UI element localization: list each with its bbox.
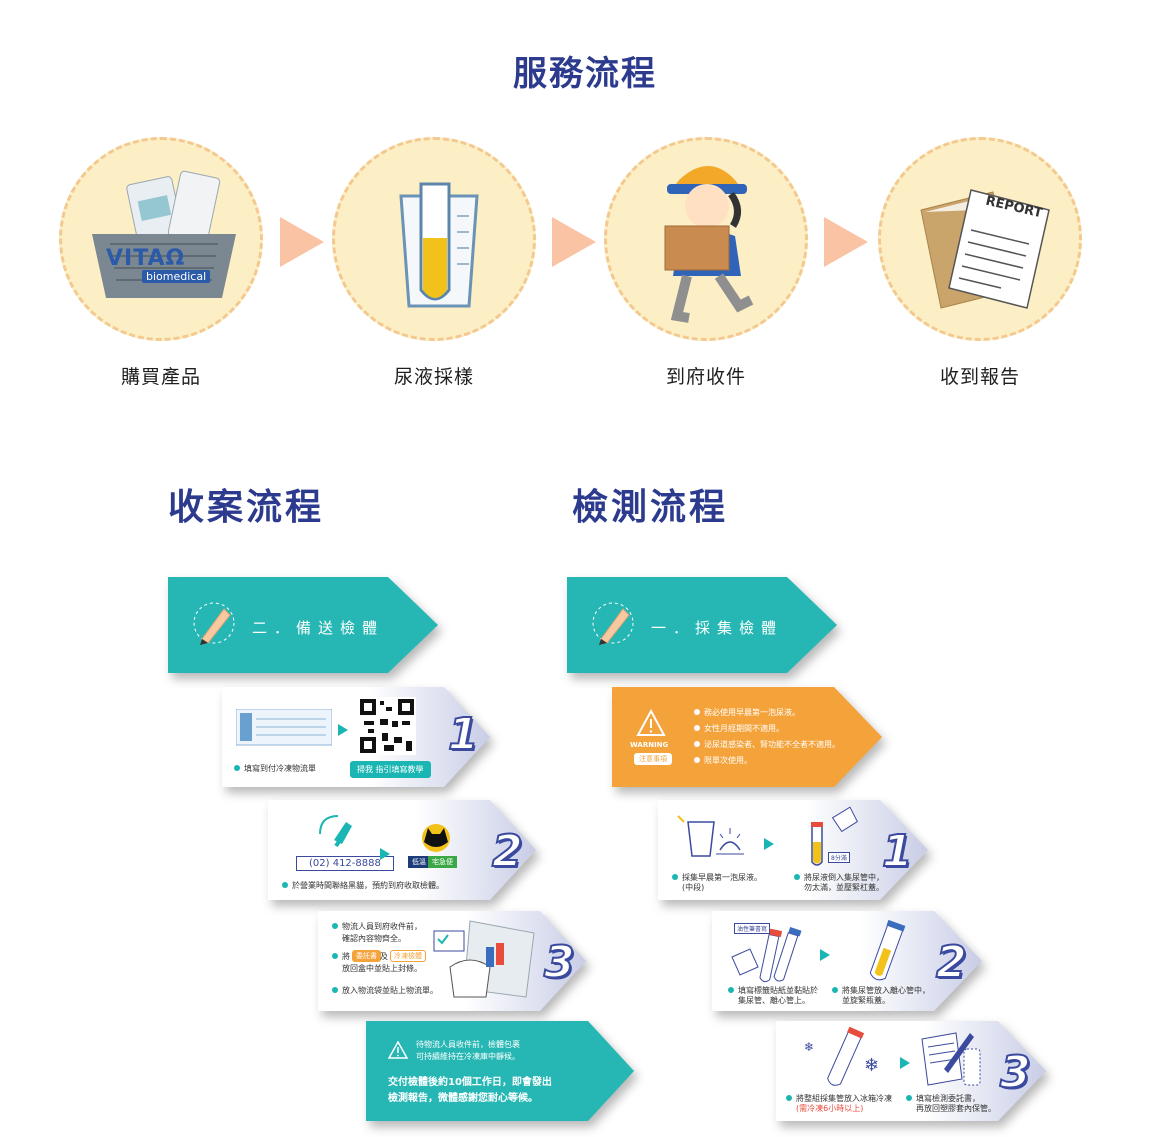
step-number-2: 2 bbox=[935, 936, 968, 989]
mini-arrow-icon bbox=[380, 848, 390, 860]
collection-flow-title: 收案流程 bbox=[168, 487, 325, 528]
testing-flow-title: 檢測流程 bbox=[572, 487, 729, 528]
step-label-sampling: 尿液採樣 bbox=[393, 366, 474, 388]
testing-header-text: 一．採集檢體 bbox=[651, 619, 784, 637]
collection-final-main1: 交付檢體後約10個工作日，即會發出 bbox=[388, 1077, 552, 1088]
collection-header-card: 二．備送檢體 bbox=[168, 577, 440, 673]
warning-item-4: 限單次使用。 bbox=[694, 755, 752, 767]
precautions-tag: 注意事項 bbox=[634, 753, 672, 765]
collection-final-note1: 待物流人員收件前，檢體包裹 bbox=[416, 1040, 520, 1049]
flow-arrow-3 bbox=[824, 217, 868, 267]
collection-final-note2: 可持續維持在冷凍庫中靜候。 bbox=[416, 1052, 520, 1061]
step-circle-pickup bbox=[604, 137, 808, 341]
flow-arrow-1 bbox=[280, 217, 324, 267]
warning-label: WARNING bbox=[630, 741, 669, 749]
shipping-form-icon bbox=[236, 709, 332, 746]
testing-card1-bullet1-cont: (中段) bbox=[682, 883, 705, 892]
tube-fill-label: 8分滿 bbox=[828, 852, 850, 863]
testing-card1-bullet1: 採集早晨第一泡尿液。 bbox=[672, 872, 762, 884]
collection-header-text: 二．備送檢體 bbox=[252, 619, 385, 637]
qr-code-icon[interactable] bbox=[358, 697, 416, 755]
flow-arrow-2 bbox=[552, 217, 596, 267]
mini-arrow-icon bbox=[338, 724, 348, 736]
collection-card3-bullet2-prefix: 將 bbox=[332, 951, 350, 963]
qr-guide-tag[interactable]: 掃我 指引填寫教學 bbox=[350, 761, 431, 778]
testing-card3-bullet1: 將整組採集管放入冰箱冷凍 bbox=[786, 1093, 892, 1105]
pencil-icon bbox=[193, 602, 235, 645]
testing-step-card-1: 8分滿 採集早晨第一泡尿液。 (中段) 將尿液倒入集尿管中， 勿太滿，並壓緊杠蓋… bbox=[658, 800, 930, 900]
testing-card2-bullet1-cont: 集尿管、離心管上。 bbox=[738, 996, 810, 1005]
warning-item-1: 務必使用早晨第一泡尿液。 bbox=[694, 707, 800, 719]
warning-triangle-icon bbox=[636, 709, 666, 736]
step-label-purchase: 購買產品 bbox=[120, 366, 201, 388]
step-label-pickup: 到府收件 bbox=[665, 366, 746, 388]
service-flow-title: 服務流程 bbox=[513, 54, 657, 94]
mini-arrow-icon bbox=[900, 1057, 910, 1069]
courier-icon bbox=[664, 166, 754, 323]
consent-form-tag: 委託書 bbox=[352, 950, 381, 962]
step-number-3: 3 bbox=[543, 936, 576, 989]
brand-logo-main: VITAΩ bbox=[106, 246, 186, 271]
svg-text:❄: ❄ bbox=[864, 1055, 879, 1076]
testing-card2-bullet2-cont: 並旋緊瓶蓋。 bbox=[842, 996, 890, 1005]
step-circle-report: REPORT bbox=[878, 137, 1082, 341]
step-number-1: 1 bbox=[881, 825, 914, 878]
testing-card3-bullet2: 填寫檢測委託書， bbox=[906, 1093, 980, 1105]
step-label-report: 收到報告 bbox=[939, 366, 1020, 388]
testing-card3-bullet1-note: (需冷凍6小時以上) bbox=[796, 1104, 864, 1113]
cup-sunrise-icon bbox=[677, 815, 744, 857]
collection-card3-bullet2-mid: 及 bbox=[380, 952, 388, 961]
pour-tube-icon bbox=[811, 806, 858, 866]
collection-final-card: 待物流人員收件前，檢體包裹 可持續維持在冷凍庫中靜候。 交付檢體後約10個工作日… bbox=[366, 1021, 636, 1121]
centrifuge-tube-icon bbox=[869, 919, 906, 981]
testing-card3-bullet2-cont: 再放回塑膠套內保管。 bbox=[916, 1104, 996, 1113]
svg-text:❄: ❄ bbox=[804, 1040, 814, 1054]
step-number-2: 2 bbox=[491, 825, 524, 878]
collection-card3-bullet2-cont: 放回盒中並貼上封條。 bbox=[342, 964, 422, 973]
collection-card1-bullet: 填寫到付冷凍物流單 bbox=[234, 763, 316, 775]
pencil-icon bbox=[592, 602, 634, 645]
phone-icon bbox=[319, 815, 352, 848]
brand-logo-sub: biomedical bbox=[142, 270, 211, 283]
step-number-1: 1 bbox=[447, 708, 480, 761]
collection-final-main2: 檢測報告，微體感謝您耐心等候。 bbox=[388, 1093, 538, 1104]
collection-card3-bullet3: 放入物流袋並貼上物流單。 bbox=[332, 985, 438, 997]
warning-triangle-icon bbox=[388, 1041, 408, 1059]
frozen-sample-tag: 冷凍檢體 bbox=[390, 950, 426, 962]
oil-pen-label: 油性筆書寫 bbox=[734, 923, 771, 934]
testing-card1-bullet2: 將尿液倒入集尿管中， bbox=[794, 872, 884, 884]
testing-card2-bullet2: 將集尿管放入離心管中， bbox=[832, 985, 930, 997]
collection-step-card-2: (02) 412-8888 低溫 宅急便 於營業時間聯絡黑貓，預約到府收取檢體。… bbox=[268, 800, 538, 900]
basket-icon bbox=[92, 170, 236, 298]
cold-delivery-label-right: 宅急便 bbox=[428, 856, 457, 868]
collection-card3-bullet1: 物流人員到府收件前， bbox=[332, 921, 422, 933]
testing-card2-bullet1: 填寫標籤貼紙並黏貼於 bbox=[728, 985, 818, 997]
collection-step-card-3: 物流人員到府收件前， 確認內容物齊全。 將 委託書 及 冷凍檢體 放回盒中並貼上… bbox=[318, 911, 588, 1011]
label-tubes-icon bbox=[731, 927, 802, 983]
freeze-tube-icon: ❄ ❄ bbox=[804, 1027, 879, 1086]
collection-step-card-1: 填寫到付冷凍物流單 掃我 指引填寫教學 1 bbox=[222, 687, 492, 787]
cold-delivery-label-left: 低溫 bbox=[408, 856, 430, 868]
warning-item-2: 女性月經期間不適用。 bbox=[694, 723, 784, 735]
report-icon bbox=[920, 189, 1050, 309]
testing-card1-bullet2-cont: 勿太滿，並壓緊杠蓋。 bbox=[804, 883, 884, 892]
warning-item-3: 泌尿道感染者、腎功能不全者不適用。 bbox=[694, 739, 840, 751]
consent-form-icon bbox=[921, 1032, 981, 1086]
sample-box-icon bbox=[433, 920, 535, 998]
testing-warning-card: WARNING 注意事項 務必使用早晨第一泡尿液。 女性月經期間不適用。 泌尿道… bbox=[612, 687, 884, 787]
test-tube-icon bbox=[399, 182, 479, 308]
step-circle-sampling bbox=[332, 137, 536, 341]
phone-number[interactable]: (02) 412-8888 bbox=[296, 856, 394, 871]
collection-card3-bullet1-cont: 確認內容物齊全。 bbox=[342, 934, 406, 943]
step-circle-purchase: VITAΩ biomedical bbox=[59, 137, 263, 341]
testing-step-card-2: 油性筆書寫 填寫標籤貼紙並黏貼於 集尿管、離心管上。 將集尿管放入離心管中， 並… bbox=[712, 911, 984, 1011]
testing-step-card-3: ❄ ❄ 將整組採集管放入冰箱冷凍 (需冷凍6小時以上) 填寫檢測委託書， 再放回… bbox=[776, 1021, 1048, 1121]
mini-arrow-icon bbox=[764, 838, 774, 850]
testing-header-card: 一．採集檢體 bbox=[567, 577, 839, 673]
step-number-3: 3 bbox=[999, 1046, 1032, 1099]
collection-card2-bullet: 於營業時間聯絡黑貓，預約到府收取檢體。 bbox=[282, 880, 444, 892]
mini-arrow-icon bbox=[820, 949, 830, 961]
black-cat-logo-icon bbox=[422, 824, 450, 852]
